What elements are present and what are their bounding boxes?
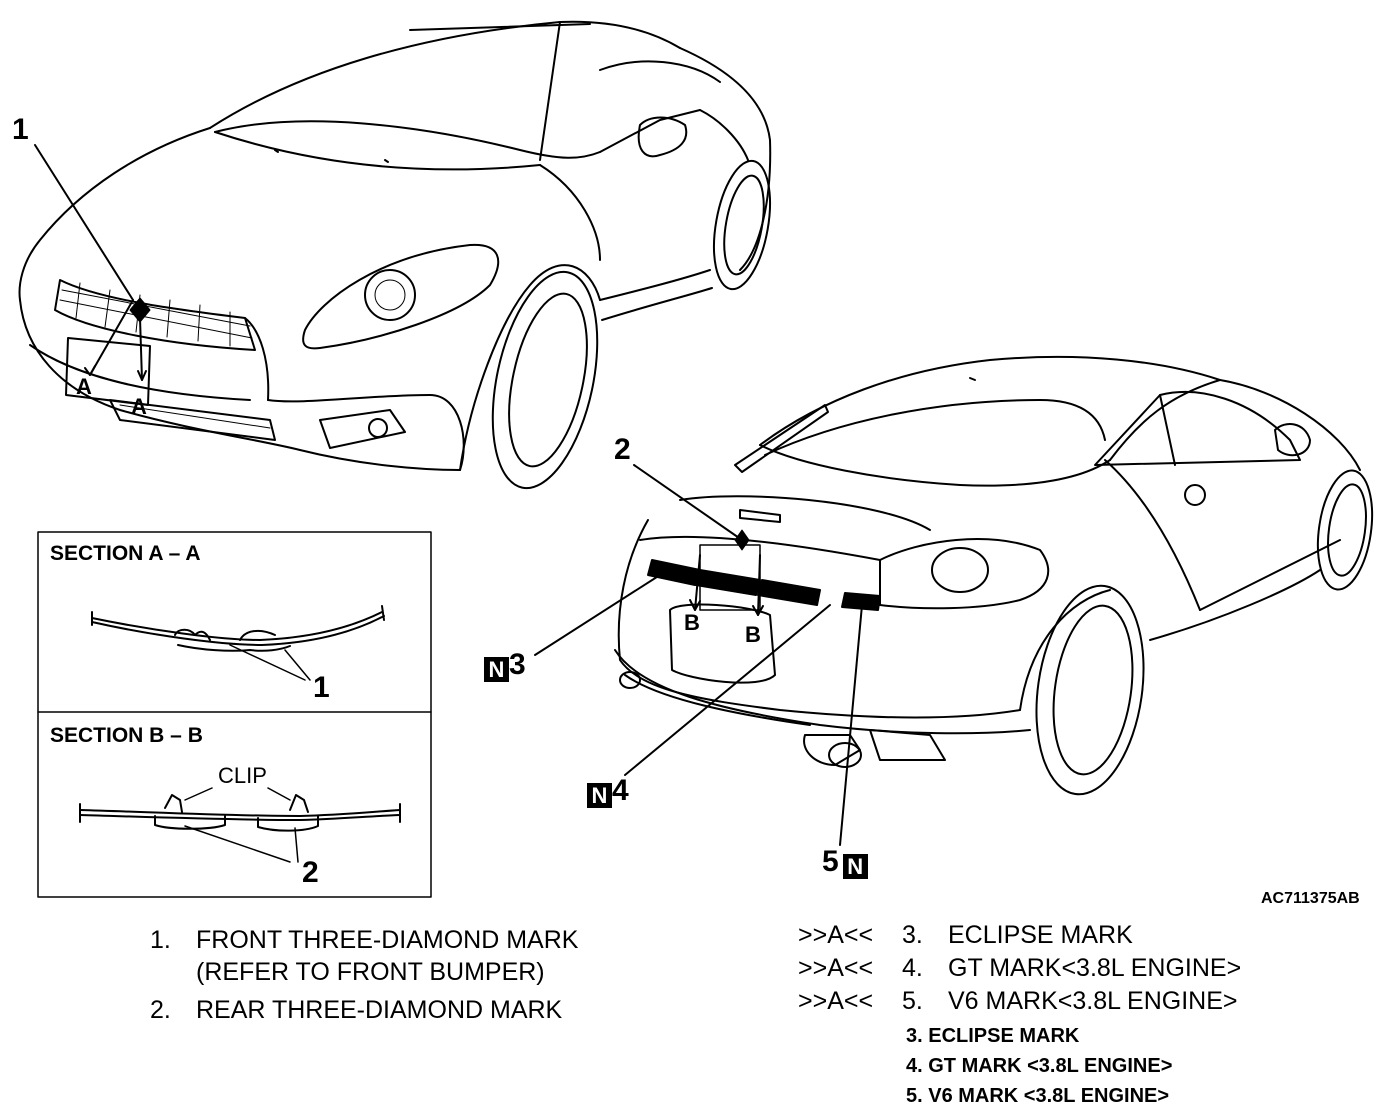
n-badge-icon: N xyxy=(842,854,868,880)
callout-1-front-mark: 1 xyxy=(12,113,29,146)
legend-item-1-number: 1. xyxy=(150,926,171,954)
n-badge-icon: N xyxy=(484,657,509,683)
section-letter-b-left: B xyxy=(684,610,700,635)
legend-item-1-note: (REFER TO FRONT BUMPER) xyxy=(196,958,545,986)
section-a-part-callout: 1 xyxy=(313,671,330,704)
section-letter-b-right: B xyxy=(745,622,761,647)
callout-2-rear-mark: 2 xyxy=(614,433,631,466)
legend-marker-3: >>A<< xyxy=(798,921,874,949)
section-boxes xyxy=(37,531,432,898)
legend-bold-item-3: 3. ECLIPSE MARK xyxy=(906,1025,1080,1047)
rear-car-illustration xyxy=(534,355,1374,846)
legend-item-4-text: GT MARK<3.8L ENGINE> xyxy=(948,954,1242,982)
section-b-title: SECTION B – B xyxy=(50,724,203,747)
section-a-title: SECTION A – A xyxy=(50,542,201,565)
clip-label: CLIP xyxy=(218,763,267,788)
legend-item-3-number: 3. xyxy=(902,921,923,949)
n-badge-icon: N xyxy=(587,783,612,809)
section-b-part-callout: 2 xyxy=(302,856,319,889)
legend-item-2-number: 2. xyxy=(150,996,171,1024)
legend-item-5-text: V6 MARK<3.8L ENGINE> xyxy=(948,987,1238,1015)
legend-bold-item-4: 4. GT MARK <3.8L ENGINE> xyxy=(906,1055,1173,1077)
legend-marker-5: >>A<< xyxy=(798,987,874,1015)
legend-bold-item-5: 5. V6 MARK <3.8L ENGINE> xyxy=(906,1085,1170,1107)
section-letter-a-right: A xyxy=(131,394,147,419)
legend-item-5-number: 5. xyxy=(902,987,923,1015)
legend-item-2-text: REAR THREE-DIAMOND MARK xyxy=(196,996,563,1024)
section-letter-a-left: A xyxy=(76,374,92,399)
legend-item-3-text: ECLIPSE MARK xyxy=(948,921,1133,949)
front-car-illustration xyxy=(18,20,772,490)
legend-item-1-text: FRONT THREE-DIAMOND MARK xyxy=(196,926,579,954)
legend-item-4-number: 4. xyxy=(902,954,923,982)
part-number: AC711375AB xyxy=(1261,890,1360,907)
legend-marker-4: >>A<< xyxy=(798,954,874,982)
